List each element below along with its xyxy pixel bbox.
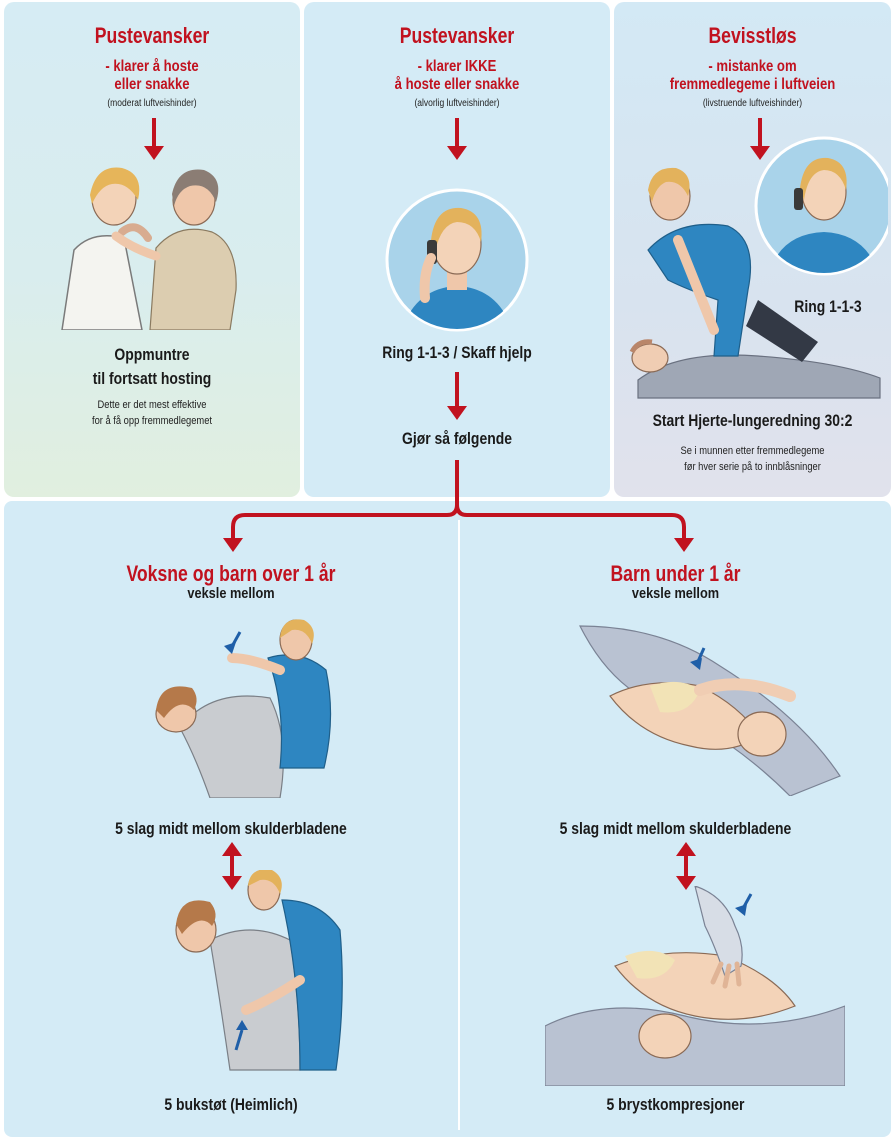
blue-arrow-down-small-icon xyxy=(735,904,747,916)
mild-action2: til fortsatt hosting xyxy=(31,368,274,390)
back-blows-illustration xyxy=(140,618,360,798)
unconscious-sub1: - mistanke om xyxy=(639,58,866,76)
infants-sub: veksle mellom xyxy=(492,586,858,602)
infants-title: Barn under 1 år xyxy=(503,562,848,586)
infant-chest-compressions-illustration xyxy=(545,886,845,1086)
mild-desc2: for å få opp fremmedlegemet xyxy=(26,414,278,429)
infants-step1: 5 slag midt mellom skulderbladene xyxy=(499,818,852,840)
blue-arrow-icon xyxy=(224,642,236,654)
mild-action1: Oppmuntre xyxy=(31,344,274,366)
infant-back-blows-illustration xyxy=(540,606,850,796)
mild-desc1: Dette er det mest effektive xyxy=(26,398,278,413)
mild-sub1: - klarer å hoste xyxy=(31,58,274,76)
coughing-person-illustration xyxy=(52,160,252,330)
unconscious-note: (livstruende luftveishinder) xyxy=(635,98,870,110)
severe-title: Pustevansker xyxy=(335,24,580,48)
cpr-illustration xyxy=(618,130,888,400)
unconscious-desc2: før hver serie på to innblåsninger xyxy=(635,460,870,475)
unconscious-desc1: Se i munnen etter fremmedlegeme xyxy=(635,444,870,459)
adults-title: Voksne og barn over 1 år xyxy=(49,562,412,586)
infants-step2: 5 brystkompresjoner xyxy=(499,1094,852,1116)
unconscious-action: Start Hjerte-lungeredning 30:2 xyxy=(639,410,866,432)
procedures-divider xyxy=(458,520,460,1130)
unconscious-title: Bevisstløs xyxy=(642,24,864,48)
severe-next: Gjør så følgende xyxy=(332,428,583,450)
heimlich-illustration xyxy=(150,870,370,1080)
mild-title: Pustevansker xyxy=(34,24,271,48)
mild-note: (moderat luftveishinder) xyxy=(26,98,278,110)
unconscious-sub2: fremmedlegeme i luftveien xyxy=(639,76,866,94)
severe-action: Ring 1-1-3 / Skaff hjelp xyxy=(332,342,583,364)
adults-step2: 5 bukstøt (Heimlich) xyxy=(45,1094,417,1116)
phone-call-illustration xyxy=(385,188,529,332)
mild-sub2: eller snakke xyxy=(31,76,274,94)
severe-note: (alvorlig luftveishinder) xyxy=(327,98,587,110)
adults-sub: veksle mellom xyxy=(38,586,424,602)
severe-sub1: - klarer IKKE xyxy=(332,58,583,76)
severe-sub2: å hoste eller snakke xyxy=(332,76,583,94)
adults-step1: 5 slag midt mellom skulderbladene xyxy=(45,818,417,840)
